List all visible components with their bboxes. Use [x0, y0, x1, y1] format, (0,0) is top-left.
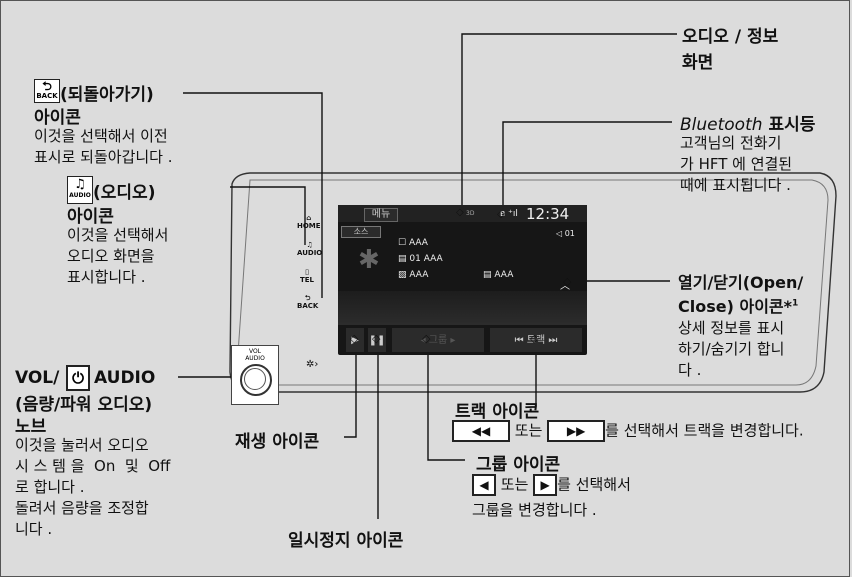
marker-screen: ◇ [456, 207, 464, 218]
audio-screen-title-1: 오디오 / 정보 [682, 27, 779, 47]
back-icon: ⮌ BACK [34, 79, 60, 103]
rewind-icon: ◀◀ [452, 420, 510, 442]
tel-side-button[interactable]: ▯TEL [300, 268, 315, 284]
open-close-icon[interactable]: ︿ [560, 281, 570, 292]
track-title: 트랙 아이콘 [455, 402, 540, 422]
bluetooth-desc-1: 고객님의 전화기 [680, 134, 782, 152]
audio-icon-desc-3: 표시합니다 . [67, 268, 146, 286]
audio-icon-desc-2: 오디오 화면을 [67, 247, 155, 265]
clock: 12:34 [526, 205, 570, 223]
knob-desc-1: 이것을 눌러서 오디오 [15, 436, 149, 454]
back-side-button[interactable]: ⮌BACK [297, 294, 319, 310]
audio-screen-title-2: 화면 [682, 53, 714, 73]
knob-desc-3: 로 합니다 . [15, 478, 85, 496]
bluetooth-logo-icon: ✱ [358, 245, 380, 275]
home-side-button[interactable]: ⌂HOME [297, 214, 321, 230]
power-icon: ⏻ [66, 365, 90, 391]
audio-side-button[interactable]: ♫AUDIO [297, 241, 323, 257]
marker-play: ◇ [350, 332, 359, 345]
audio-icon-label: (오디오) [93, 183, 156, 203]
forward-icon: ▶▶ [547, 420, 606, 442]
knob-desc-2: 시 스 템 을 On 및 Off [15, 457, 171, 475]
back-icon-title: 아이콘 [34, 108, 81, 128]
sensor-icon: ✲› [306, 359, 319, 370]
back-icon-desc-2: 표시로 되돌아갑니다 . [34, 148, 173, 166]
open-close-title-1: 열기/닫기(Open/ [678, 273, 804, 292]
row-album: ▨ AAA [398, 270, 429, 280]
knob-desc-5: 니다 . [15, 520, 53, 538]
track-button[interactable]: ⏮ 트랙 ⏭ [490, 328, 582, 352]
group-desc-1: ◀ 또는 ▶를 선택해서 [472, 474, 631, 496]
knob-title-2: (음량/파워 오디오) [15, 395, 153, 415]
marker-open-close: ◇ [563, 275, 572, 288]
right-arrow-icon: ▶ [533, 474, 558, 496]
open-close-title-2: Close) 아이콘*1 [678, 297, 799, 316]
play-button[interactable]: ▶ [346, 328, 364, 352]
pause-title: 일시정지 아이콘 [288, 531, 404, 551]
audio-icon-desc-1: 이것을 선택해서 [67, 226, 169, 244]
group-button[interactable]: ◂ 그룹 ▸ [392, 328, 484, 352]
audio-note-icon: ♫ AUDIO [67, 176, 93, 204]
left-arrow-icon: ◀ [472, 474, 496, 496]
back-icon-label: (되돌아가기) [60, 85, 154, 105]
marker-bluetooth: ◇ [497, 209, 505, 220]
row-title: ▤ 01 AAA [398, 254, 443, 264]
knob-title-vol: VOL/ [15, 368, 60, 388]
audio-info-screen: 메뉴 3D ʙ ⁺ıl 12:34 소스 ◁ 01 ✱ ☐ AAA ▤ 01 A… [338, 205, 587, 355]
open-close-desc-2: 하기/숨기기 합니 [678, 340, 785, 358]
marker-group: ◇ [422, 332, 431, 345]
menu-button[interactable]: 메뉴 [364, 208, 398, 222]
audio-icon-title: 아이콘 [67, 207, 114, 227]
bluetooth-desc-3: 때에 표시됩니다 . [680, 176, 791, 194]
knob-desc-4: 돌려서 음량을 조정합 [15, 499, 149, 517]
row-artist: ☐ AAA [398, 238, 428, 248]
back-icon-desc-1: 이것을 선택해서 이전 [34, 127, 168, 145]
indicator-3d: 3D [466, 210, 475, 217]
track-number: ◁ 01 [556, 229, 575, 238]
bluetooth-desc-2: 가 HFT 에 연결된 [680, 155, 793, 173]
bluetooth-title: Bluetooth 표시등 [680, 115, 816, 135]
row-genre: ▤ AAA [483, 270, 514, 280]
bluetooth-indicator-icon: ʙ ⁺ıl [500, 209, 518, 219]
group-desc-2: 그룹을 변경합니다 . [472, 501, 597, 519]
group-title: 그룹 아이콘 [476, 455, 561, 475]
open-close-desc-1: 상세 정보를 표시 [678, 319, 785, 337]
marker-pause: ◇ [372, 332, 381, 345]
knob-title-3: 노브 [15, 417, 47, 437]
play-title: 재생 아이콘 [235, 432, 320, 452]
source-button[interactable]: 소스 [341, 226, 381, 238]
pause-button[interactable]: ❚❚ [368, 328, 386, 352]
marker-track: ◇ [530, 332, 539, 345]
knob-title-audio: AUDIO [94, 368, 156, 388]
track-desc: ◀◀ 또는 ▶▶를 선택해서 트랙을 변경합니다. [452, 420, 804, 442]
open-close-desc-3: 다 . [678, 361, 702, 379]
